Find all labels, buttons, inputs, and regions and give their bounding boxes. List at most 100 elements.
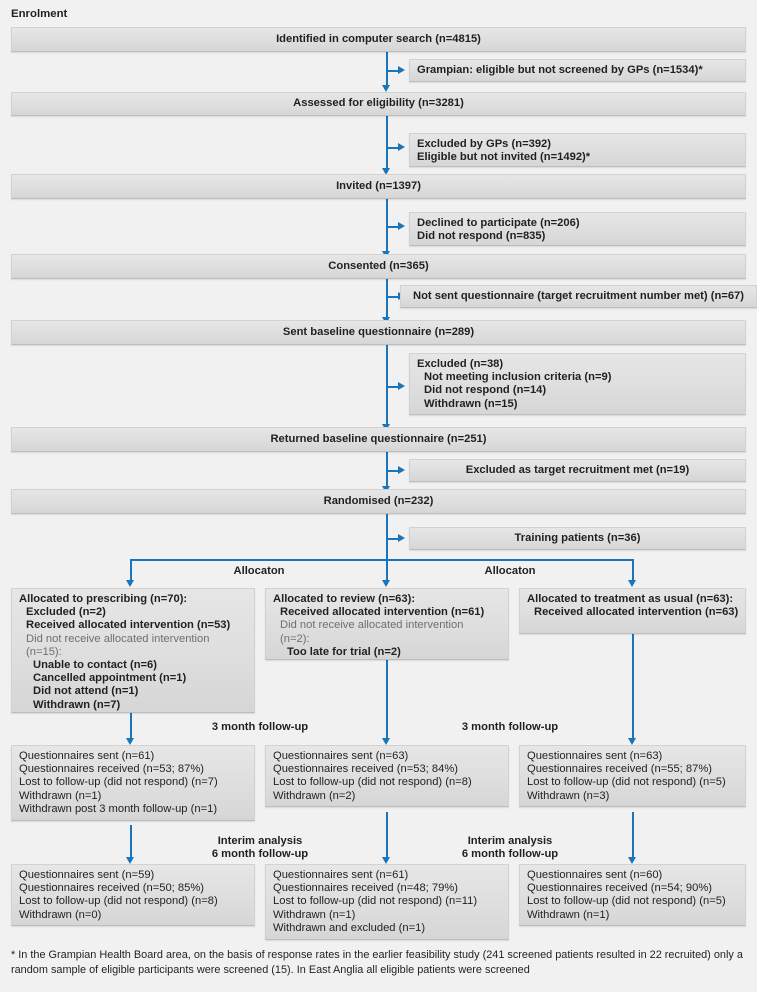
allocation-box-review: Allocated to review (n=63): Received all… bbox=[265, 588, 509, 660]
followup-6m-box-treatment-as-usual-line-4: Withdrawn (n=1) bbox=[527, 908, 610, 921]
followup-3m-box-review-line-3: Lost to follow-up (did not respond) (n=8… bbox=[273, 776, 472, 789]
allocation-box-treatment-as-usual: Allocated to treatment as usual (n=63): … bbox=[519, 588, 746, 634]
connector-to-excluded-gps bbox=[386, 147, 402, 149]
arrow-right-excluded-38 bbox=[398, 382, 405, 390]
followup-6m-box-treatment-as-usual-line-2: Questionnaires received (n=54; 90%) bbox=[527, 882, 713, 895]
connector-to-training bbox=[386, 538, 402, 540]
allocation-box-review-line-5: Too late for trial (n=2) bbox=[287, 645, 401, 658]
flow-box-returned-baseline: Returned baseline questionnaire (n=251) bbox=[11, 427, 746, 452]
followup-3m-box-treatment-as-usual-line-4: Withdrawn (n=3) bbox=[527, 789, 610, 802]
followup-3m-box-review: Questionnaires sent (n=63) Questionnaire… bbox=[265, 745, 509, 807]
allocation-box-prescribing-line-1: Allocated to prescribing (n=70): bbox=[19, 593, 188, 605]
allocation-box-treatment-as-usual-line-1: Allocated to treatment as usual (n=63): bbox=[527, 593, 734, 605]
connector-center-alloc-to-fu3 bbox=[386, 659, 388, 742]
exclusion-box-grampian: Grampian: eligible but not screened by G… bbox=[409, 59, 746, 82]
flow-box-identified: Identified in computer search (n=4815) bbox=[11, 27, 746, 52]
connector-to-grampian bbox=[386, 70, 402, 72]
exclusion-box-declined-line-1: Declined to participate (n=206) bbox=[417, 217, 580, 229]
interim-label-right-line-1: Interim analysis bbox=[467, 835, 553, 847]
connector-assessed-to-invited bbox=[386, 115, 388, 172]
connector-to-not-sent bbox=[386, 296, 402, 298]
flow-box-randomised-label: Randomised (n=232) bbox=[323, 494, 434, 507]
allocation-box-review-line-4: (n=2): bbox=[280, 632, 310, 645]
connector-to-excluded-target bbox=[386, 470, 402, 472]
followup-3m-box-treatment-as-usual-line-2: Questionnaires received (n=55; 87%) bbox=[527, 763, 713, 776]
followup-3m-box-treatment-as-usual-line-1: Questionnaires sent (n=63) bbox=[527, 750, 663, 762]
exclusion-box-excluded-target-line-1: Excluded as target recruitment met (n=19… bbox=[465, 463, 690, 476]
arrow-down-fu6-right bbox=[628, 857, 636, 864]
flow-box-sent-baseline-label: Sent baseline questionnaire (n=289) bbox=[282, 325, 475, 338]
followup-6m-box-review: Questionnaires sent (n=61) Questionnaire… bbox=[265, 864, 509, 940]
allocation-box-treatment-as-usual-line-2: Received allocated intervention (n=63) bbox=[534, 606, 739, 619]
followup-6m-box-treatment-as-usual: Questionnaires sent (n=60) Questionnaire… bbox=[519, 864, 746, 926]
exclusion-box-excluded-38-line-2: Not meeting inclusion criteria (n=9) bbox=[424, 371, 612, 384]
followup-6m-box-review-line-1: Questionnaires sent (n=61) bbox=[273, 869, 409, 881]
arrow-down-alloc-center bbox=[382, 580, 390, 587]
followup-6m-box-treatment-as-usual-line-1: Questionnaires sent (n=60) bbox=[527, 869, 663, 881]
flow-box-invited-label: Invited (n=1397) bbox=[336, 179, 421, 192]
followup-6m-box-review-line-3: Lost to follow-up (did not respond) (n=1… bbox=[273, 895, 478, 908]
allocation-box-review-line-3: Did not receive allocated intervention bbox=[280, 619, 464, 632]
allocation-box-review-line-1: Allocated to review (n=63): bbox=[273, 593, 416, 605]
connector-branch-right bbox=[632, 559, 634, 584]
flow-box-assessed-label: Assessed for eligibility (n=3281) bbox=[293, 97, 464, 110]
followup-3m-box-treatment-as-usual-line-3: Lost to follow-up (did not respond) (n=5… bbox=[527, 776, 726, 789]
arrow-down-fu6-center bbox=[382, 857, 390, 864]
followup-6m-box-review-line-4: Withdrawn (n=1) bbox=[273, 908, 356, 921]
arrow-down-fu3-center bbox=[382, 738, 390, 745]
exclusion-box-declined: Declined to participate (n=206) Did not … bbox=[409, 212, 746, 246]
allocation-label-right: Allocaton bbox=[484, 565, 536, 577]
connector-branch-left bbox=[130, 559, 132, 584]
followup-6m-box-review-line-2: Questionnaires received (n=48; 79%) bbox=[273, 882, 459, 895]
exclusion-box-excluded-target: Excluded as target recruitment met (n=19… bbox=[409, 459, 746, 482]
allocation-label-left: Allocaton bbox=[233, 565, 285, 577]
followup-3m-box-review-line-4: Withdrawn (n=2) bbox=[273, 789, 356, 802]
flow-box-consented-label: Consented (n=365) bbox=[328, 259, 429, 272]
flow-box-assessed: Assessed for eligibility (n=3281) bbox=[11, 92, 746, 116]
exclusion-box-grampian-line-1: Grampian: eligible but not screened by G… bbox=[417, 63, 703, 76]
followup-3m-box-prescribing-line-4: Withdrawn (n=1) bbox=[19, 789, 102, 802]
followup-3m-box-prescribing: Questionnaires sent (n=61) Questionnaire… bbox=[11, 745, 255, 821]
connector-to-excluded-38 bbox=[386, 386, 402, 388]
arrow-down-alloc-right bbox=[628, 580, 636, 587]
connector-randomised-down bbox=[386, 513, 388, 561]
followup-6m-box-prescribing-line-4: Withdrawn (n=0) bbox=[19, 908, 102, 921]
connector-consented-to-sent-baseline bbox=[386, 278, 388, 321]
allocation-box-prescribing-line-7: Cancelled appointment (n=1) bbox=[33, 672, 187, 685]
arrow-down-fu6-left bbox=[126, 857, 134, 864]
connector-branch-center bbox=[386, 559, 388, 584]
followup-3m-box-treatment-as-usual: Questionnaires sent (n=63) Questionnaire… bbox=[519, 745, 746, 807]
exclusion-box-excluded-gps: Excluded by GPs (n=392) Eligible but not… bbox=[409, 133, 746, 167]
flow-box-sent-baseline: Sent baseline questionnaire (n=289) bbox=[11, 320, 746, 345]
connector-allocation-bus bbox=[130, 559, 633, 561]
allocation-box-prescribing-line-9: Withdrawn (n=7) bbox=[33, 698, 121, 711]
exclusion-box-excluded-38-line-1: Excluded (n=38) bbox=[417, 358, 504, 370]
followup-6m-box-prescribing-line-1: Questionnaires sent (n=59) bbox=[19, 869, 155, 881]
connector-center-fu3-to-fu6 bbox=[386, 812, 388, 861]
connector-identified-to-assessed bbox=[386, 51, 388, 88]
arrow-down-assessed bbox=[382, 85, 390, 92]
connector-left-alloc-to-fu3 bbox=[130, 712, 132, 742]
exclusion-box-training-line-1: Training patients (n=36) bbox=[514, 531, 641, 544]
interim-label-right-line-2: 6 month follow-up bbox=[461, 848, 559, 860]
followup-3m-box-review-line-2: Questionnaires received (n=53; 84%) bbox=[273, 763, 459, 776]
arrow-right-excluded-target bbox=[398, 466, 405, 474]
exclusion-box-declined-line-2: Did not respond (n=835) bbox=[417, 230, 546, 243]
followup-3m-box-prescribing-line-3: Lost to follow-up (did not respond) (n=7… bbox=[19, 776, 218, 789]
followup-6m-box-prescribing-line-2: Questionnaires received (n=50; 85%) bbox=[19, 882, 205, 895]
connector-right-alloc-to-fu3 bbox=[632, 633, 634, 742]
arrow-right-training bbox=[398, 534, 405, 542]
exclusion-box-excluded-38-line-3: Did not respond (n=14) bbox=[424, 384, 547, 397]
arrow-down-fu3-right bbox=[628, 738, 636, 745]
followup-6m-box-prescribing: Questionnaires sent (n=59) Questionnaire… bbox=[11, 864, 255, 926]
followup-6m-box-treatment-as-usual-line-3: Lost to follow-up (did not respond) (n=5… bbox=[527, 895, 726, 908]
interim-label-left-line-1: Interim analysis bbox=[217, 835, 303, 847]
exclusion-box-not-sent: Not sent questionnaire (target recruitme… bbox=[400, 285, 757, 308]
exclusion-box-excluded-gps-line-1: Excluded by GPs (n=392) bbox=[417, 138, 551, 150]
allocation-box-review-line-2: Received allocated intervention (n=61) bbox=[280, 606, 485, 619]
exclusion-box-not-sent-line-1: Not sent questionnaire (target recruitme… bbox=[412, 289, 744, 302]
exclusion-box-training: Training patients (n=36) bbox=[409, 527, 746, 550]
followup-6m-box-review-line-5: Withdrawn and excluded (n=1) bbox=[273, 921, 426, 934]
footnote: * In the Grampian Health Board area, on … bbox=[11, 949, 743, 976]
followup-3m-box-prescribing-line-5: Withdrawn post 3 month follow-up (n=1) bbox=[19, 802, 218, 815]
